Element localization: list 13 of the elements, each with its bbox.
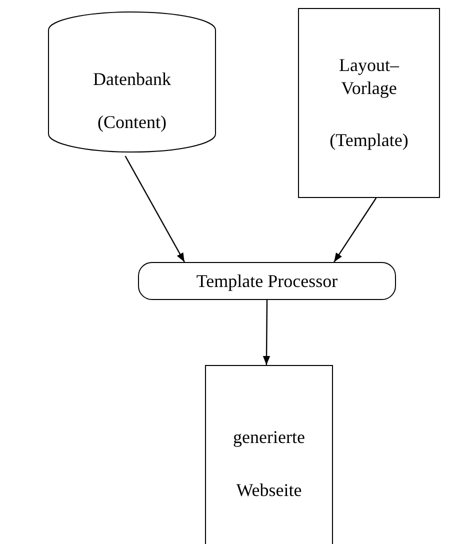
node-text: generierte bbox=[233, 426, 305, 448]
node-text: Webseite bbox=[236, 478, 302, 501]
process-box bbox=[138, 262, 396, 300]
node-text: (Template) bbox=[330, 129, 408, 152]
node-text: (Content) bbox=[98, 110, 166, 133]
arrow bbox=[124, 156, 185, 262]
node-text: Template Processor bbox=[196, 270, 338, 292]
node-text: Layout– Vorlage bbox=[338, 54, 400, 99]
arrow bbox=[262, 300, 270, 365]
template-box bbox=[298, 8, 440, 198]
page-box bbox=[205, 365, 333, 544]
arrow bbox=[334, 198, 377, 262]
node-text: Datenbank bbox=[93, 68, 171, 90]
